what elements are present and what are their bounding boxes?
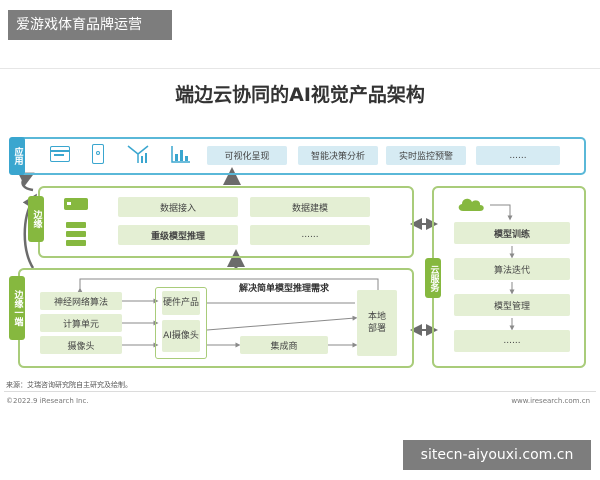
phone-share-icon [92, 144, 104, 164]
site-brand-tag: 爱游戏体育品牌运营 [8, 10, 172, 40]
footer-divider [4, 391, 596, 392]
signal-tower-icon [127, 145, 149, 163]
website-text: www.iresearch.com.cn [511, 397, 590, 405]
figure-title: 端边云协同的AI视觉产品架构 [175, 84, 425, 106]
app-item-more: ...... [476, 146, 560, 165]
ai-camera-label: AI摄像头 [162, 320, 200, 352]
copyright-text: ©2022.9 iResearch Inc. [6, 397, 89, 405]
device-item-neural-network: 神经网络算法 [40, 292, 122, 310]
device-item-compute-unit: 计算单元 [40, 314, 122, 332]
edge-item-data-modeling: 数据建模 [250, 197, 370, 217]
app-item-monitoring-alert: 实时监控预警 [386, 146, 466, 165]
cloud-layer-tab: 云服务 [425, 258, 441, 298]
cloud-item-more: ...... [454, 330, 570, 352]
server-icon [64, 198, 88, 210]
cloud-icon [458, 198, 484, 211]
cloud-item-model-management: 模型管理 [454, 294, 570, 316]
browser-window-icon [50, 146, 70, 162]
hardware-product-label: 硬件产品 [162, 291, 200, 315]
edge-item-heavy-inference: 重级模型推理 [118, 225, 238, 245]
edge-layer-tab: 边缘 [28, 196, 44, 242]
edge-device-tab: 边缘一端 [9, 276, 25, 340]
cloud-item-model-training: 模型训练 [454, 222, 570, 244]
bar-chart-icon [171, 146, 190, 163]
cloud-item-algorithm-iteration: 算法迭代 [454, 258, 570, 280]
site-url-tag: sitecn-aiyouxi.com.cn [403, 440, 591, 470]
device-item-camera: 摄像头 [40, 336, 122, 354]
edge-item-more: ...... [250, 225, 370, 245]
app-item-visualization: 可视化呈现 [207, 146, 287, 165]
edge-item-data-ingest: 数据接入 [118, 197, 238, 217]
hardware-product-group [155, 287, 207, 359]
local-deploy-label: 本地部署 [357, 290, 397, 356]
simple-inference-requirement: 解决简单模型推理需求 [238, 283, 329, 294]
app-item-decision-analysis: 智能决策分析 [298, 146, 378, 165]
source-note: 来源：艾瑞咨询研究院自主研究及绘制。 [6, 381, 132, 389]
integrator-label: 集成商 [240, 336, 328, 354]
app-layer-tab: 应用 [9, 137, 25, 175]
server-rack-icon [66, 222, 86, 246]
